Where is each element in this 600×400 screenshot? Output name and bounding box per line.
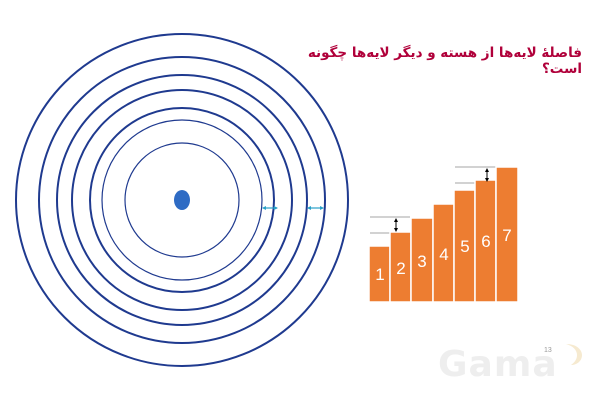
- step-label: 6: [481, 232, 490, 251]
- atom-model: [15, 33, 349, 367]
- step-label: 3: [417, 252, 426, 271]
- slide-title: فاصلهٔ لایه‌ها از هسته و دیگر لایه‌ها چگ…: [307, 45, 582, 77]
- slide-number: 13: [544, 347, 552, 354]
- orbit-shell-2: [101, 119, 263, 281]
- step-label: 1: [375, 265, 384, 284]
- orbit-shell-5: [56, 74, 308, 326]
- nucleus-icon: [174, 190, 190, 210]
- double-headed-arrow-icon: [307, 206, 324, 210]
- watermark-logo: Gama: [438, 344, 558, 385]
- step-label: 2: [396, 259, 405, 278]
- double-headed-arrow-icon: [485, 168, 489, 182]
- orbit-shell-4: [71, 89, 293, 311]
- orbit-shell-3: [89, 107, 275, 293]
- step-label: 4: [439, 245, 448, 264]
- energy-level-staircase: 1 2 3 4 5 6 7: [368, 166, 519, 303]
- double-headed-arrow-icon: [394, 218, 398, 232]
- double-headed-arrow-icon: [262, 206, 278, 210]
- step-block-7: [495, 166, 519, 303]
- orbit-shell-6: [38, 56, 326, 344]
- step-label: 7: [502, 226, 511, 245]
- orbit-shell-7: [15, 33, 349, 367]
- orbit-shell-1: [124, 142, 240, 258]
- gama-logo-icon: [566, 344, 582, 365]
- step-label: 5: [460, 237, 469, 256]
